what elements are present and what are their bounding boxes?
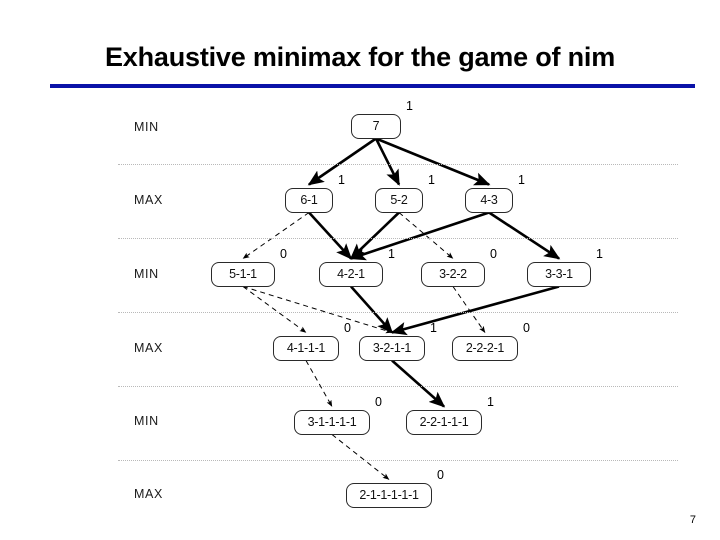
tree-node-4-3[interactable]: 4-3 bbox=[465, 187, 513, 213]
tree-edge-n52-to-n322 bbox=[398, 212, 454, 259]
tree-node-7[interactable]: 7 bbox=[351, 113, 401, 139]
tree-node-5-1-1[interactable]: 5-1-1 bbox=[211, 261, 275, 287]
node-value-4-3: 1 bbox=[518, 172, 525, 187]
node-value-5-1-1: 0 bbox=[280, 246, 287, 261]
tree-edge-n7-to-n52 bbox=[374, 137, 401, 186]
tree-node-4-1-1-1[interactable]: 4-1-1-1 bbox=[273, 335, 339, 361]
level-separator bbox=[118, 238, 678, 239]
level-label-min-2: MIN bbox=[134, 267, 159, 281]
tree-edge-n511-to-n3211 bbox=[242, 286, 393, 334]
tree-edge-n43-to-n331 bbox=[488, 211, 561, 260]
tree-node-2-1-1-1-1-1[interactable]: 2-1-1-1-1-1 bbox=[346, 482, 432, 508]
tree-edge-n31111-to-n2111111 bbox=[331, 434, 390, 480]
level-label-max-1: MAX bbox=[134, 193, 163, 207]
tree-node-4-2-1[interactable]: 4-2-1 bbox=[319, 261, 383, 287]
level-label-min-0: MIN bbox=[134, 120, 159, 134]
level-separator bbox=[118, 386, 678, 387]
level-label-max-5: MAX bbox=[134, 487, 163, 501]
tree-node-6-1[interactable]: 6-1 bbox=[285, 187, 333, 213]
node-value-4-1-1-1: 0 bbox=[344, 320, 351, 335]
tree-edge-n4111-to-n31111 bbox=[305, 360, 333, 407]
tree-edge-n61-to-n511 bbox=[242, 212, 310, 259]
node-value-5-2: 1 bbox=[428, 172, 435, 187]
tree-edge-n421-to-n3211 bbox=[350, 285, 394, 334]
tree-node-3-3-1[interactable]: 3-3-1 bbox=[527, 261, 591, 287]
level-label-max-3: MAX bbox=[134, 341, 163, 355]
tree-node-3-2-2[interactable]: 3-2-2 bbox=[421, 261, 485, 287]
node-value-2-2-2-1: 0 bbox=[523, 320, 530, 335]
node-value-7: 1 bbox=[406, 98, 413, 113]
node-value-3-2-2: 0 bbox=[490, 246, 497, 261]
tree-node-2-2-2-1[interactable]: 2-2-2-1 bbox=[452, 335, 518, 361]
tree-edge-n61-to-n421 bbox=[308, 211, 353, 260]
tree-edge-n511-to-n4111 bbox=[242, 286, 307, 333]
node-value-2-1-1-1-1-1: 0 bbox=[437, 467, 444, 482]
node-value-6-1: 1 bbox=[338, 172, 345, 187]
page-number: 7 bbox=[689, 514, 696, 526]
tree-edge-n43-to-n421 bbox=[349, 211, 490, 261]
level-separator bbox=[118, 164, 678, 165]
tree-edge-n3211-to-n22111 bbox=[391, 359, 446, 408]
node-value-3-2-1-1: 1 bbox=[430, 320, 437, 335]
level-label-min-4: MIN bbox=[134, 414, 159, 428]
tree-edge-n331-to-n3211 bbox=[390, 285, 560, 336]
title-divider bbox=[50, 84, 695, 88]
node-value-3-1-1-1-1: 0 bbox=[375, 394, 382, 409]
level-separator bbox=[118, 460, 678, 461]
node-value-4-2-1: 1 bbox=[388, 246, 395, 261]
tree-node-5-2[interactable]: 5-2 bbox=[375, 187, 423, 213]
tree-node-3-1-1-1-1[interactable]: 3-1-1-1-1 bbox=[294, 409, 370, 435]
tree-node-3-2-1-1[interactable]: 3-2-1-1 bbox=[359, 335, 425, 361]
tree-edge-n322-to-n2221 bbox=[452, 286, 486, 333]
tree-node-2-2-1-1-1[interactable]: 2-2-1-1-1 bbox=[406, 409, 482, 435]
page-title: Exhaustive minimax for the game of nim bbox=[104, 42, 616, 72]
level-separator bbox=[118, 312, 678, 313]
node-value-3-3-1: 1 bbox=[596, 246, 603, 261]
node-value-2-2-1-1-1: 1 bbox=[487, 394, 494, 409]
